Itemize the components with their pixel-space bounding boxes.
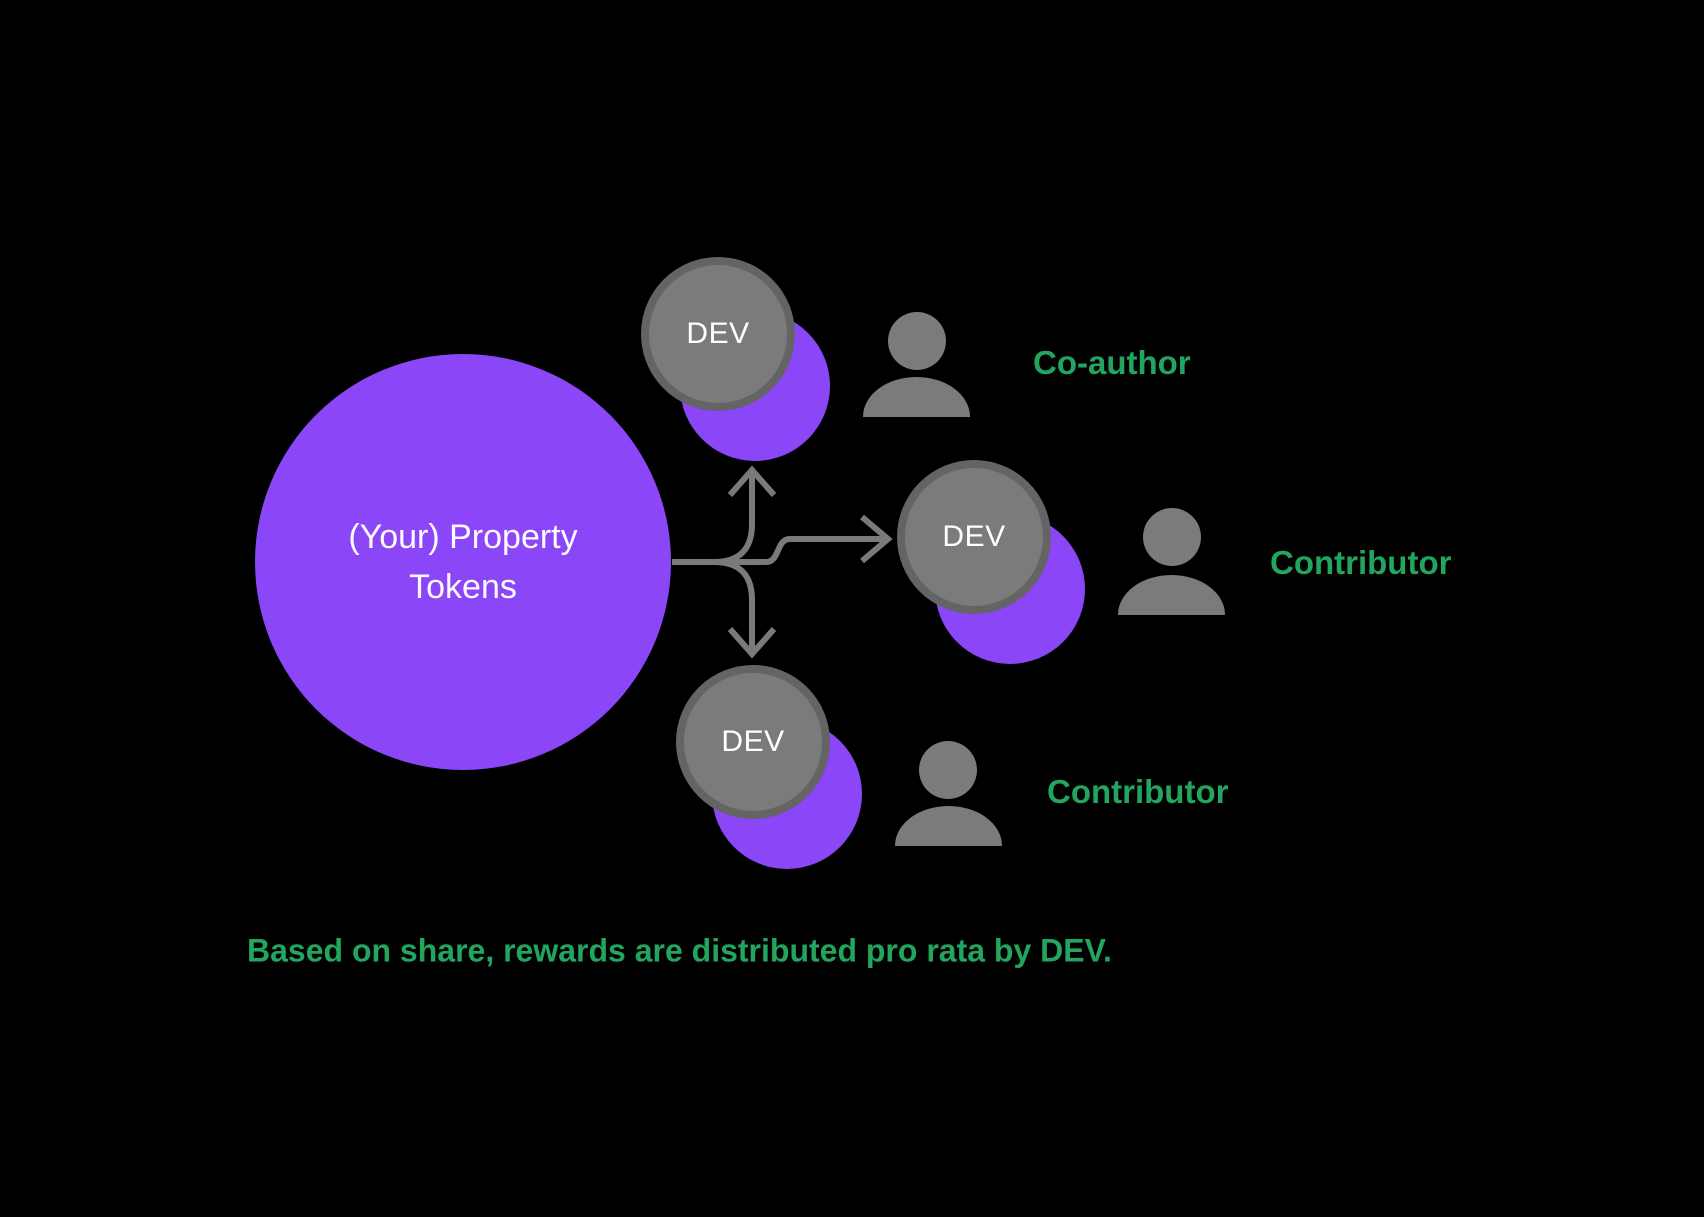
- arrow-right: [714, 514, 893, 565]
- dev-label-contributor-2: DEV: [721, 725, 785, 758]
- property-tokens-label: (Your) Property Tokens: [348, 512, 577, 612]
- person-icon-coauthor-head: [888, 312, 946, 370]
- role-label-contributor-2: Contributor: [1047, 773, 1229, 810]
- property-tokens-label-line1: (Your) Property: [348, 518, 578, 556]
- caption-text: Based on share, rewards are distributed …: [247, 932, 1112, 969]
- dev-circle-contributor-2: DEV: [676, 665, 830, 819]
- role-label-coauthor: Co-author: [1033, 344, 1191, 381]
- dev-label-coauthor: DEV: [686, 317, 750, 350]
- property-tokens-label-line2: Tokens: [409, 568, 517, 606]
- arrow-down: [713, 559, 777, 659]
- dev-label-contributor-1: DEV: [942, 520, 1006, 553]
- person-icon-contributor-2-head: [919, 741, 977, 799]
- person-icon-contributor-1-head: [1143, 508, 1201, 566]
- role-label-contributor-1: Contributor: [1270, 544, 1452, 581]
- dev-circle-coauthor: DEV: [641, 257, 795, 411]
- arrow-up: [713, 465, 777, 565]
- dev-circle-contributor-1: DEV: [897, 460, 1051, 614]
- property-tokens-circle: (Your) Property Tokens: [255, 354, 671, 770]
